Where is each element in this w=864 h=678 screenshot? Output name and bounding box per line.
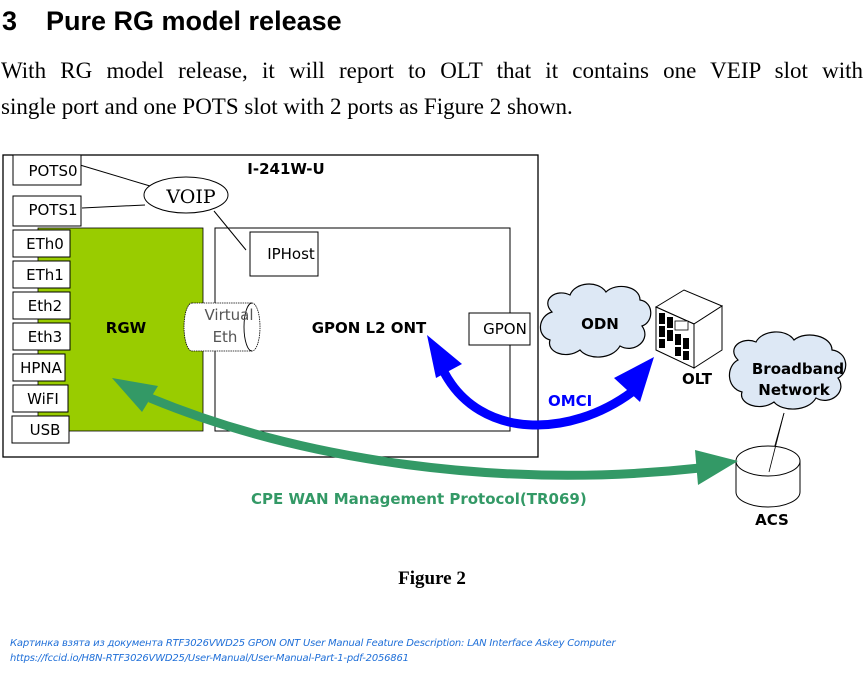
pots-port bbox=[12, 154, 82, 186]
section-heading: 3 Pure RG model release bbox=[2, 6, 342, 37]
olt-server-icon: OLT bbox=[654, 289, 724, 388]
rgw-label: RGW bbox=[106, 319, 147, 337]
voip-iphost-link bbox=[213, 210, 247, 251]
virtual-eth-line1: Virtual bbox=[204, 306, 253, 324]
pots-port-label: POTS1 bbox=[28, 201, 77, 219]
figure-caption: Figure 2 bbox=[398, 568, 466, 589]
lan-port bbox=[12, 291, 71, 320]
lan-port bbox=[12, 384, 69, 413]
cwmp-label: CPE WAN Management Protocol(TR069) bbox=[251, 490, 587, 508]
lan-port-label: USB bbox=[30, 421, 61, 439]
lan-port bbox=[11, 415, 70, 444]
lan-port bbox=[12, 322, 71, 351]
lan-port-list: ETh0 ETh1 Eth2 Eth3 HPNA WiFI USB bbox=[11, 229, 71, 444]
pots-port-label: POTS0 bbox=[28, 162, 77, 180]
olt-label: OLT bbox=[682, 370, 713, 388]
broadband-label-line1: Broadband bbox=[752, 360, 844, 378]
device-title: I-241W-U bbox=[247, 160, 324, 178]
section-title: Pure RG model release bbox=[46, 6, 342, 36]
ont-label: GPON L2 ONT bbox=[312, 319, 427, 337]
pots0-voip-link bbox=[79, 164, 151, 187]
section-number: 3 bbox=[2, 6, 18, 36]
iphost-box bbox=[249, 231, 319, 277]
lan-port bbox=[12, 229, 71, 258]
omci-label: OMCI bbox=[548, 392, 592, 410]
voip-label: VOIP bbox=[165, 186, 215, 208]
broadband-label-line2: Network bbox=[758, 381, 830, 399]
lan-port-label: ETh1 bbox=[26, 266, 64, 284]
acs-label: ACS bbox=[755, 511, 789, 529]
odn-label: ODN bbox=[581, 315, 619, 333]
virtual-eth-cylinder: Virtual Eth bbox=[183, 302, 261, 352]
odn-cloud: ODN bbox=[539, 283, 652, 358]
pots-port-list: POTS0 POTS1 bbox=[12, 154, 82, 227]
pots-port bbox=[12, 195, 82, 227]
lan-port-label: HPNA bbox=[20, 359, 63, 377]
gpon-label: GPON bbox=[483, 320, 527, 338]
paragraph-line-2: single port and one POTS slot with 2 por… bbox=[1, 94, 573, 119]
broadband-cloud: Broadband Network bbox=[728, 331, 847, 410]
lan-port bbox=[12, 353, 66, 382]
paragraph-line-1: With RG model release, it will report to… bbox=[1, 58, 863, 83]
lan-port-label: Eth2 bbox=[28, 297, 62, 315]
gpon-port bbox=[468, 312, 531, 346]
credit-source-link[interactable]: https://fccid.io/H8N-RTF3026VWD25/User-M… bbox=[10, 653, 409, 664]
iphost-label: IPHost bbox=[267, 245, 315, 263]
body-paragraph: With RG model release, it will report to… bbox=[1, 53, 863, 125]
lan-port-label: WiFI bbox=[27, 390, 59, 408]
acs-database-icon: ACS bbox=[735, 412, 801, 529]
lan-port bbox=[12, 260, 71, 289]
cwmp-arrow: CPE WAN Management Protocol(TR069) bbox=[112, 378, 738, 508]
lan-port-label: ETh0 bbox=[26, 235, 64, 253]
voip-ellipse bbox=[143, 176, 229, 214]
omci-arrow: OMCI bbox=[427, 335, 654, 430]
credit-line-1: Картинка взята из документа RTF3026VWD25… bbox=[10, 638, 616, 649]
lan-port-label: Eth3 bbox=[28, 328, 62, 346]
image-credit: Картинка взята из документа RTF3026VWD25… bbox=[10, 636, 616, 666]
pots1-voip-link bbox=[81, 204, 146, 209]
virtual-eth-line2: Eth bbox=[213, 328, 238, 346]
